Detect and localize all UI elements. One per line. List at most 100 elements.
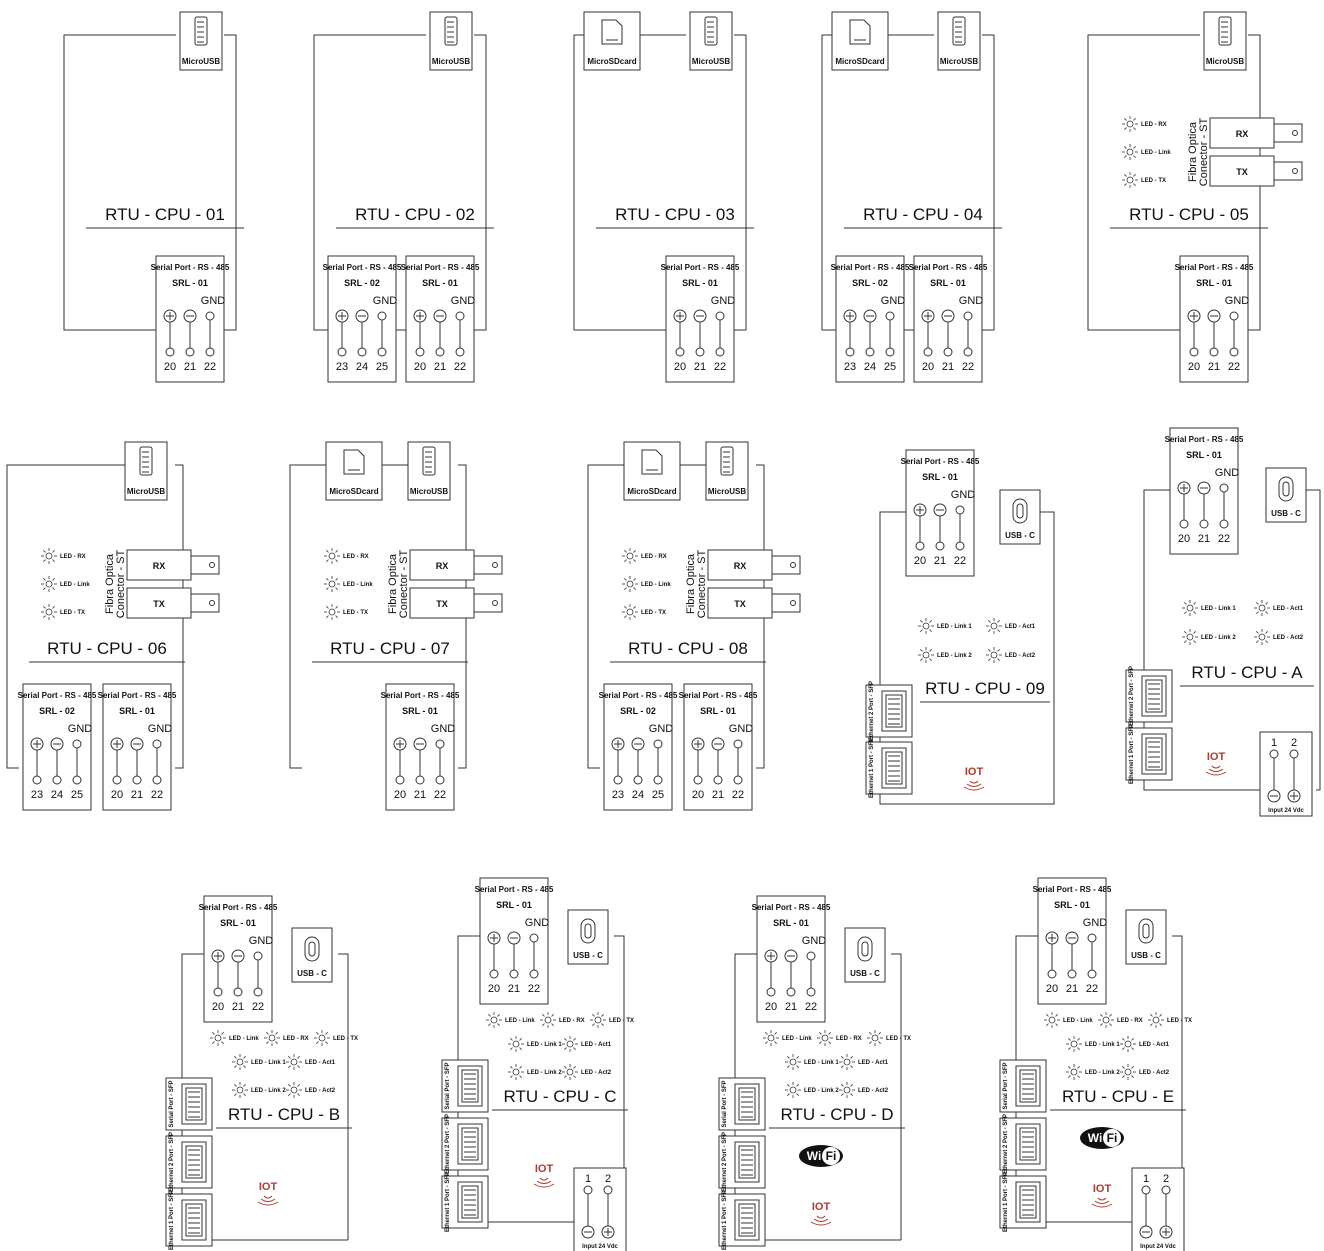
pin-number: 20 [922, 361, 934, 373]
led-icon [1070, 1040, 1078, 1048]
module-title: RTU - CPU - 05 [1129, 205, 1249, 224]
iot-wave [1097, 1197, 1107, 1201]
usb-c-icon [1016, 503, 1024, 519]
microusb-connector: MicroUSB [705, 441, 749, 501]
led-icon [622, 576, 638, 592]
led-icon [1126, 120, 1134, 128]
tx-ferrule [790, 600, 796, 606]
led-ray [335, 550, 338, 553]
usb-c-label: USB - C [573, 951, 603, 960]
led-ray [592, 1023, 595, 1026]
board-outline [879, 511, 1055, 805]
microsd-label: MicroSDcard [627, 487, 676, 496]
led-icon [1048, 1016, 1056, 1024]
led-label: LED - Act1 [581, 1042, 612, 1048]
pin-terminal [786, 987, 796, 997]
led-label: LED - Link 1 [937, 624, 972, 630]
led-label: LED - Act2 [581, 1070, 612, 1076]
led-ray [869, 1041, 872, 1044]
gnd-label: GND [881, 295, 906, 307]
led-label: LED - Link 2 [1085, 1070, 1120, 1076]
gnd-label: GND [1225, 295, 1250, 307]
led-ray [601, 1023, 604, 1026]
pin-number: 20 [488, 983, 500, 995]
led-ray [787, 1093, 790, 1096]
led-label: LED - Link 2 [251, 1088, 286, 1094]
led-ray [43, 559, 46, 562]
gnd-label: GND [951, 489, 976, 501]
power-box [1131, 1167, 1185, 1251]
led-icon [1126, 176, 1134, 184]
module-title: RTU - CPU - C [503, 1087, 616, 1106]
led-icon [1120, 1064, 1136, 1080]
usb-c-icon [584, 923, 592, 939]
module-title: RTU - CPU - A [1191, 663, 1303, 682]
pin-terminal [455, 347, 465, 357]
led-ray [774, 1041, 777, 1044]
pin-number: 20 [692, 789, 704, 801]
iot-wave [257, 1201, 279, 1206]
led-ray [920, 649, 923, 652]
microsd-box [583, 11, 641, 71]
microsd-label: MicroSDcard [587, 57, 636, 66]
conector-label: Conector - ST [696, 549, 708, 618]
pin-terminal [165, 347, 175, 357]
led-icon [512, 1068, 520, 1076]
pin-number: 22 [954, 555, 966, 567]
led-ray [326, 615, 329, 618]
usb-icon [194, 16, 208, 46]
usb-c-icon [1138, 918, 1154, 944]
pin-terminal [233, 987, 243, 997]
module-title: RTU - CPU - 08 [628, 639, 748, 658]
led-icon [1070, 1068, 1078, 1076]
led-ray [1109, 1014, 1112, 1017]
pin-number: 20 [674, 361, 686, 373]
led-label: LED - TX [1167, 1018, 1192, 1024]
iot-label: IOT [535, 1163, 554, 1175]
gnd-terminal [806, 951, 816, 961]
led-ray [1124, 155, 1127, 158]
pin-terminal [1179, 519, 1189, 529]
led-ray [288, 1056, 291, 1059]
iot-label: IOT [1093, 1183, 1112, 1195]
sfp-port: Serial Port - SFP [165, 1077, 213, 1131]
gnd-label: GND [249, 935, 274, 947]
led-ray [564, 1075, 567, 1078]
led-icon [232, 1054, 248, 1070]
pin-number: 22 [962, 361, 974, 373]
led-icon [622, 548, 638, 564]
serial-port-label: Serial Port - RS - 485 [661, 263, 740, 272]
module-title: RTU - CPU - 03 [615, 205, 735, 224]
microusb-label: MicroUSB [692, 57, 730, 66]
pin-number: 22 [252, 1001, 264, 1013]
led-icon [210, 1030, 226, 1046]
led-ray [988, 649, 991, 652]
gnd-terminal [529, 933, 539, 943]
led-ray [1100, 1023, 1103, 1026]
led-ray [297, 1084, 300, 1087]
rx-label: RX [153, 561, 166, 571]
usb-c-icon [580, 918, 596, 944]
sfp-port: Ethernet 2 Port - SFP [441, 1114, 489, 1174]
led-icon [562, 1064, 578, 1080]
pin-number: 25 [884, 361, 896, 373]
led-ray [1256, 602, 1259, 605]
led-ray [1133, 127, 1136, 130]
input-24vdc-label: Input 24 Vdc [582, 1244, 618, 1250]
led-icon [1254, 629, 1270, 645]
pin-terminal [613, 775, 623, 785]
pin-terminal [695, 347, 705, 357]
board-outline [63, 34, 176, 331]
pin-terminal [72, 775, 82, 785]
pin-number: 22 [454, 361, 466, 373]
led-ray [1131, 1066, 1134, 1069]
led-icon [763, 1030, 779, 1046]
